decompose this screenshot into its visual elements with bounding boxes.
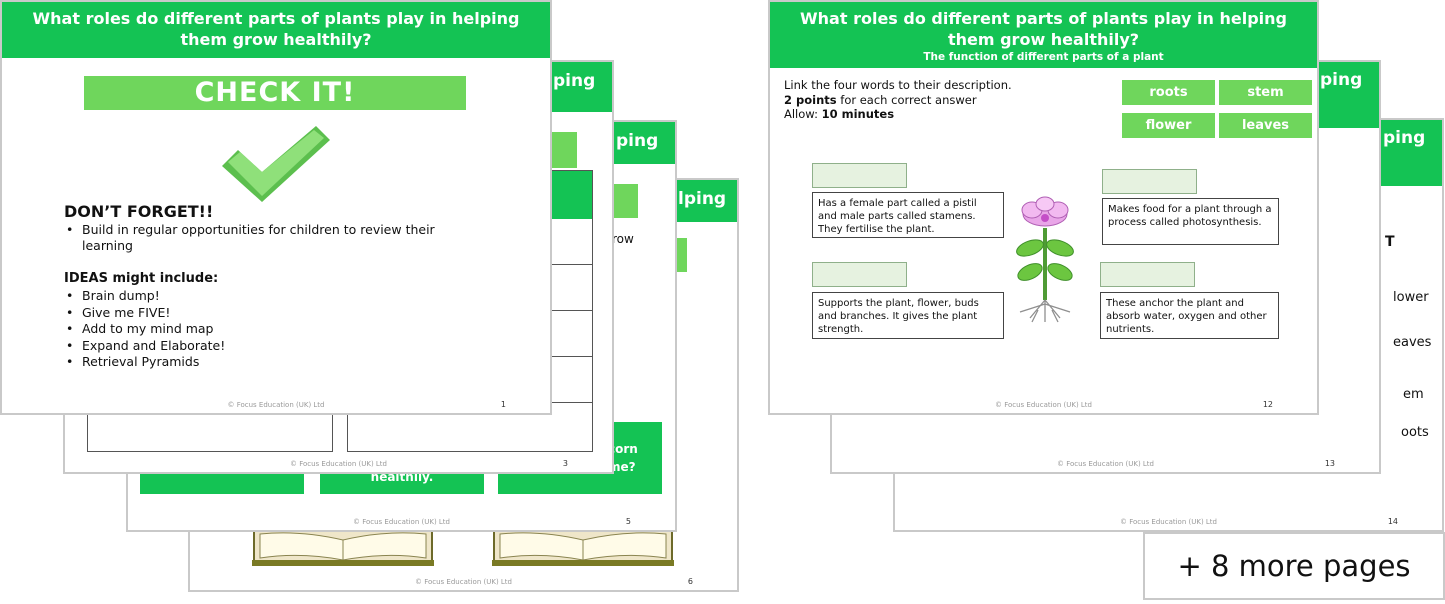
checkmark-icon	[222, 126, 330, 202]
slide-page-12[interactable]: What roles do different parts of plants …	[768, 0, 1319, 415]
plant-diagram-icon	[1016, 196, 1074, 323]
heading-fragment: lping	[678, 189, 727, 209]
book-icon	[252, 528, 434, 566]
heading-fragment: ping	[1383, 128, 1426, 148]
slide-subtitle: The function of different parts of a pla…	[923, 51, 1164, 63]
page-number: 5	[625, 517, 631, 526]
row-label: lower	[1393, 290, 1429, 305]
answer-box[interactable]	[1100, 262, 1195, 287]
list-item: Brain dump!	[64, 288, 484, 305]
points-text: 2 points for each correct answer	[784, 93, 1012, 108]
check-it-banner: CHECK IT!	[84, 76, 466, 110]
row-label: eaves	[1393, 335, 1432, 350]
description-box: Supports the plant, flower, buds and bra…	[812, 292, 1004, 339]
ideas-heading: IDEAS might include:	[64, 271, 219, 286]
footer: © Focus Education (UK) Ltd	[414, 578, 512, 586]
heading-fragment: ping	[553, 71, 596, 91]
prompt-box-text: me?	[608, 460, 636, 474]
description-box: Has a female part called a pistil and ma…	[812, 192, 1004, 238]
allow-text: Allow: 10 minutes	[784, 107, 1012, 122]
ideas-list: Brain dump! Give me FIVE! Add to my mind…	[64, 288, 484, 371]
word-flower[interactable]: flower	[1122, 113, 1215, 138]
points-bold: 2 points	[784, 92, 837, 107]
page-number: 6	[687, 577, 693, 586]
points-rest: for each correct answer	[836, 92, 977, 107]
list-item: Expand and Elaborate!	[64, 338, 484, 355]
word-leaves[interactable]: leaves	[1219, 113, 1312, 138]
word-roots[interactable]: roots	[1122, 80, 1215, 105]
instruction-text: Link the four words to their description…	[784, 78, 1012, 92]
fragment-text: row	[612, 232, 634, 246]
more-pages-label: + 8 more pages	[1143, 532, 1445, 600]
row-label: em	[1403, 387, 1424, 402]
footer: © Focus Education (UK) Ltd	[227, 401, 325, 409]
page-number: 13	[1324, 459, 1335, 468]
letter: T	[1385, 234, 1395, 250]
slide-header: What roles do different parts of plants …	[770, 2, 1317, 68]
list-item: Give me FIVE!	[64, 305, 484, 322]
footer: © Focus Education (UK) Ltd	[352, 518, 450, 526]
slide-title: What roles do different parts of plants …	[800, 9, 1287, 49]
footer: © Focus Education (UK) Ltd	[1119, 518, 1217, 526]
slide-page-1[interactable]: What roles do different parts of plants …	[0, 0, 552, 415]
word-stem[interactable]: stem	[1219, 80, 1312, 105]
answer-box[interactable]	[812, 262, 907, 287]
description-box: Makes food for a plant through a process…	[1102, 198, 1279, 245]
description-box: These anchor the plant and absorb water,…	[1100, 292, 1279, 339]
slide-title: What roles do different parts of plants …	[2, 2, 550, 58]
page-number: 12	[1262, 400, 1273, 409]
prompt-box-text: corn	[608, 442, 638, 456]
book-icon	[492, 528, 674, 566]
footer: © Focus Education (UK) Ltd	[1056, 460, 1154, 468]
page-number: 3	[562, 459, 568, 468]
page-number: 14	[1387, 517, 1398, 526]
allow-bold: 10 minutes	[821, 107, 895, 121]
row-label: oots	[1401, 425, 1429, 440]
page-number: 1	[500, 400, 506, 409]
heading-fragment: ping	[616, 131, 659, 151]
answer-box[interactable]	[812, 163, 907, 188]
list-item: Build in regular opportunities for child…	[64, 222, 484, 254]
footer: © Focus Education (UK) Ltd	[994, 401, 1092, 409]
footer: © Focus Education (UK) Ltd	[289, 460, 387, 468]
instructions: Link the four words to their description…	[784, 78, 1012, 122]
dont-forget-heading: DON’T FORGET!!	[64, 202, 214, 221]
heading-fragment: ping	[1320, 70, 1363, 90]
dont-forget-list: Build in regular opportunities for child…	[64, 222, 484, 254]
answer-box[interactable]	[1102, 169, 1197, 194]
list-item: Retrieval Pyramids	[64, 354, 484, 371]
allow-label: Allow:	[784, 107, 822, 121]
list-item: Add to my mind map	[64, 321, 484, 338]
